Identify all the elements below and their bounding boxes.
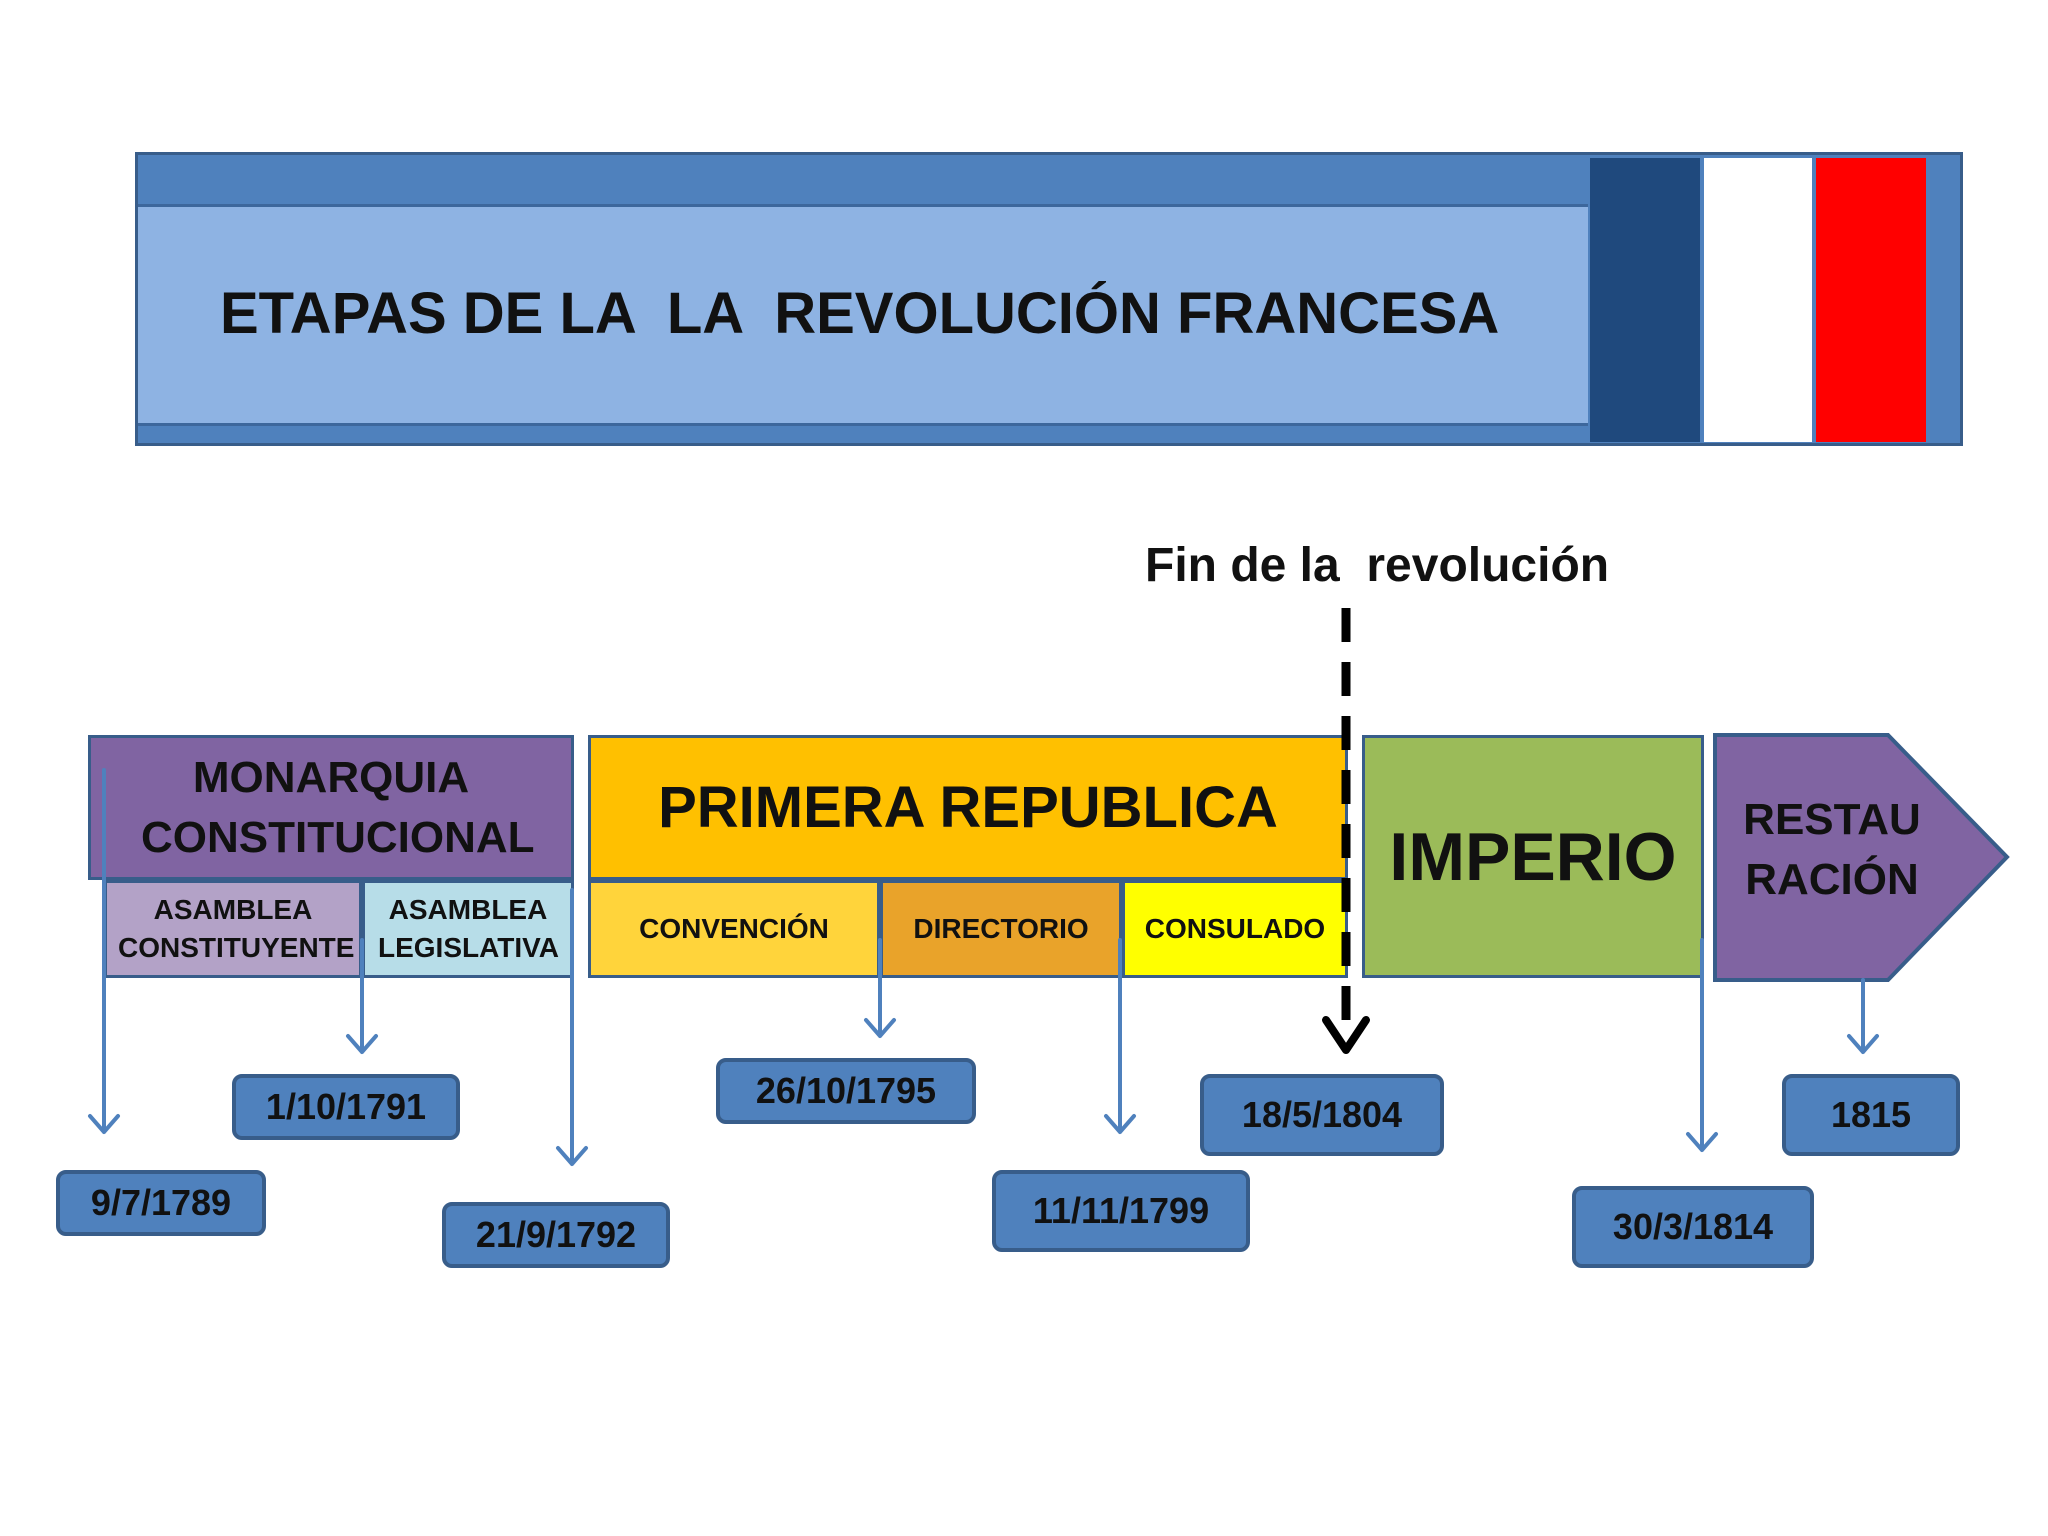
subperiod-convencion: CONVENCIÓN [588,880,880,978]
subperiod-asamblea-legislativa: ASAMBLEA LEGISLATIVA [362,880,574,978]
end-of-revolution-arrowhead [1322,1016,1370,1054]
flag-white-stripe [1704,158,1812,442]
period-imperio-label: IMPERIO [1389,818,1677,895]
date-1-10-1791: 1/10/1791 [232,1074,460,1140]
date-18-5-1804: 18/5/1804 [1200,1074,1444,1156]
restauracion-label-line1: RESTAU [1743,795,1921,844]
flag-red-stripe [1816,158,1926,442]
period-primera-republica: PRIMERA REPUBLICA [588,735,1348,880]
subperiod-asamblea-legislativa-label: ASAMBLEA LEGISLATIVA [378,894,559,963]
period-restauracion-label: RESTAU RACIÓN [1712,790,1952,910]
title-panel [138,204,1588,426]
subperiod-consulado: CONSULADO [1122,880,1348,978]
subperiod-consulado-label: CONSULADO [1144,913,1326,944]
subperiod-directorio: DIRECTORIO [880,880,1122,978]
date-11-11-1799: 11/11/1799 [992,1170,1250,1252]
subperiod-convencion-label: CONVENCIÓN [639,913,829,944]
date-26-10-1795: 26/10/1795 [716,1058,976,1124]
arrow-1815 [1847,978,1879,1054]
subperiod-directorio-label: DIRECTORIO [913,913,1089,944]
date-30-3-1814: 30/3/1814 [1572,1186,1814,1268]
page-title: ETAPAS DE LA LA REVOLUCIÓN FRANCESA [220,281,1500,346]
flag-blue-stripe [1590,158,1700,442]
period-primera-republica-label: PRIMERA REPUBLICA [658,775,1278,840]
period-imperio: IMPERIO [1362,735,1704,978]
restauracion-label-line2: RACIÓN [1745,855,1919,904]
subperiod-asamblea-constituyente: ASAMBLEA CONSTITUYENTE [104,880,362,978]
date-9-7-1789: 9/7/1789 [56,1170,266,1236]
subperiod-asamblea-constituyente-label: ASAMBLEA CONSTITUYENTE [118,894,355,963]
date-21-9-1792: 21/9/1792 [442,1202,670,1268]
date-1815: 1815 [1782,1074,1960,1156]
end-of-revolution-label: Fin de la revolución [1145,539,1610,592]
period-monarquia: MONARQUIA CONSTITUCIONAL [88,735,574,880]
period-monarquia-label: MONARQUIA CONSTITUCIONAL [141,752,535,862]
